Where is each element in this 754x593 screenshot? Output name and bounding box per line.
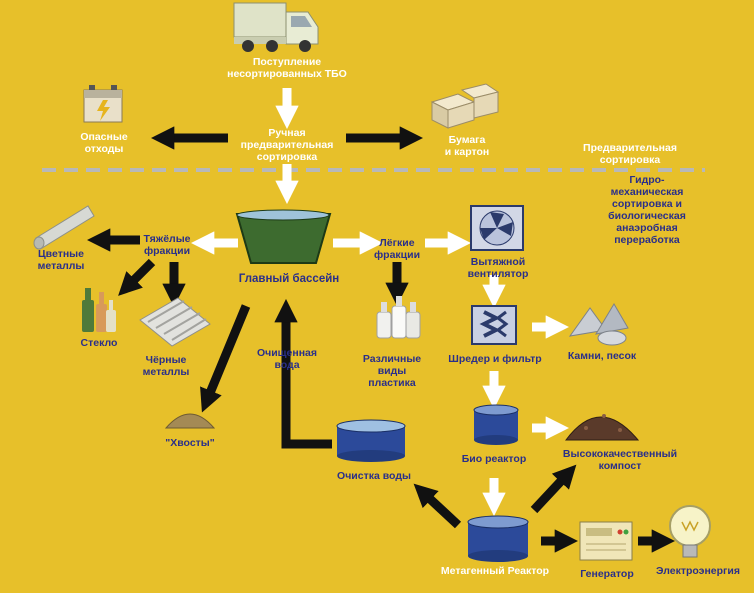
label-hydro-mech: Гидро-механическая сортировка и биологич… bbox=[608, 174, 686, 246]
compost-icon bbox=[565, 414, 640, 441]
label-tails: "Хвосты" bbox=[165, 437, 215, 449]
label-plastic: Различные виды пластика bbox=[362, 353, 422, 389]
label-compost: Высококачественный компост bbox=[562, 448, 678, 472]
arrow-methane-to-water bbox=[413, 483, 462, 529]
rails-icon bbox=[139, 297, 211, 347]
label-light: Лёгкие фракции bbox=[373, 237, 421, 261]
label-paper: Бумага и картон bbox=[444, 134, 490, 158]
shredder-icon bbox=[471, 305, 517, 345]
label-pre-sorting: Предварительная сортировка bbox=[583, 142, 677, 166]
arrow-heavy-to-glass bbox=[118, 258, 156, 296]
arrow-water-to-pool bbox=[274, 298, 332, 449]
plastic-bottles-icon bbox=[376, 296, 421, 339]
label-water-treatment: Очистка воды bbox=[337, 470, 411, 482]
label-methane-reactor: Метагенный Реактор bbox=[440, 565, 550, 577]
arrow-pool-to-tails bbox=[200, 304, 251, 413]
basin-icon bbox=[235, 209, 332, 264]
label-fan: Вытяжной вентилятор bbox=[467, 256, 529, 280]
fan-icon bbox=[470, 205, 524, 251]
label-stones: Камни, песок bbox=[567, 350, 637, 362]
truck-icon bbox=[233, 2, 319, 52]
label-bioreactor: Био реактор bbox=[461, 453, 527, 465]
label-color-metals: Цветные металлы bbox=[37, 248, 85, 272]
bioreactor-icon bbox=[473, 404, 519, 445]
label-generator: Генератор bbox=[580, 568, 634, 580]
label-glass: Стекло bbox=[80, 337, 118, 349]
arrow-methane-to-compost bbox=[530, 464, 577, 514]
pipe-icon bbox=[33, 205, 95, 250]
bulb-icon bbox=[669, 505, 711, 558]
label-shredder: Шредер и фильтр bbox=[448, 353, 542, 365]
label-electricity: Электроэнергия bbox=[655, 565, 741, 577]
generator-icon bbox=[579, 521, 633, 561]
label-ferrous: Чёрные металлы bbox=[142, 354, 190, 378]
label-heavy: Тяжёлые фракции bbox=[143, 233, 191, 257]
tails-pile-icon bbox=[164, 413, 216, 429]
label-main-pool: Главный бассейн bbox=[238, 273, 340, 285]
battery-icon bbox=[83, 85, 123, 123]
label-hazardous: Опасные отходы bbox=[80, 131, 128, 155]
tank-icon bbox=[336, 419, 406, 462]
boxes-icon bbox=[430, 83, 500, 129]
label-purified-water: Очищенная вода bbox=[256, 347, 318, 371]
label-manual-sorting: Ручная предварительная сортировка bbox=[240, 127, 334, 163]
reactor-icon bbox=[467, 515, 529, 562]
label-tbo-intake: Поступление несортированных ТБО bbox=[227, 56, 347, 80]
rocks-icon bbox=[568, 303, 629, 346]
bottles-icon bbox=[82, 288, 116, 332]
